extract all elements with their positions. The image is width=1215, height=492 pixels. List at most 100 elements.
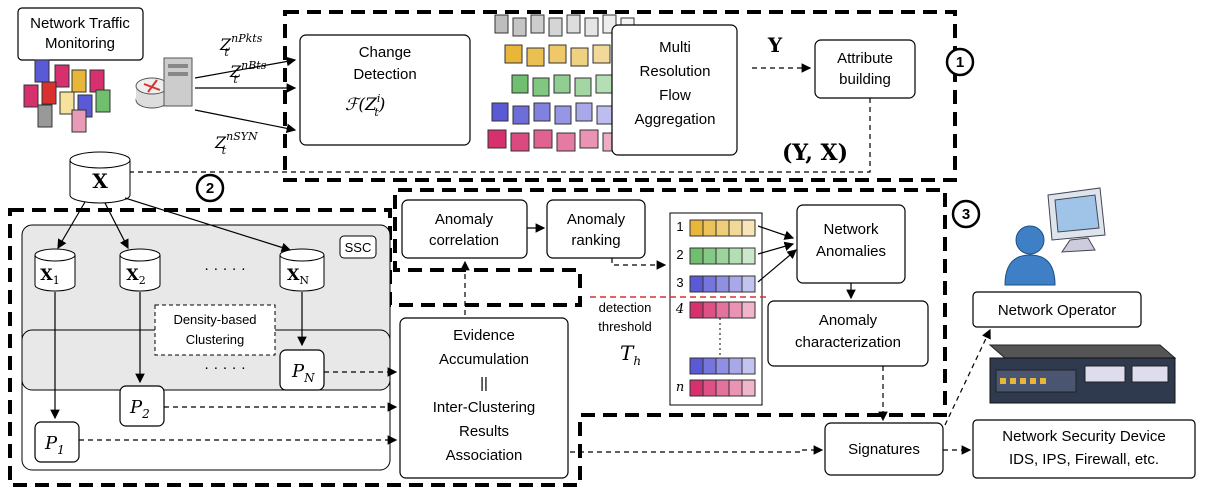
ranked-row-cell bbox=[702, 357, 717, 375]
correlation-label-2: correlation bbox=[429, 232, 499, 249]
ranked-row-cell bbox=[715, 379, 730, 397]
z-syn-arrow bbox=[194, 109, 297, 134]
threshold-label-2: threshold bbox=[598, 319, 651, 334]
ranked-row-cell bbox=[702, 275, 717, 293]
step-1-badge bbox=[945, 47, 975, 77]
ranked-row-cell bbox=[689, 379, 704, 397]
rank1-to-anomalies-arrow bbox=[757, 225, 795, 240]
x2-database-icon bbox=[119, 248, 161, 292]
ranked-row-cell bbox=[741, 219, 756, 237]
resolution-bar bbox=[579, 129, 599, 149]
ranked-row-cell bbox=[702, 219, 717, 237]
resolution-bar bbox=[491, 102, 509, 122]
operator-label: Network Operator bbox=[998, 302, 1116, 319]
ranked-row-cell bbox=[715, 247, 730, 265]
pn-symbol: PN bbox=[291, 361, 315, 385]
ranked-row-cell bbox=[702, 301, 717, 319]
density-label-1: Density-based bbox=[173, 312, 256, 327]
x1-database-icon bbox=[34, 248, 76, 292]
pn-box bbox=[279, 349, 325, 391]
resolution-bar bbox=[533, 129, 553, 149]
rank2-to-anomalies-arrow bbox=[757, 241, 795, 255]
resolution-bar bbox=[487, 129, 507, 149]
ranked-row-cell bbox=[741, 247, 756, 265]
x-to-x1-arrow bbox=[57, 201, 86, 250]
ranked-row-cell bbox=[689, 357, 704, 375]
threshold-label-1: detection bbox=[599, 300, 652, 315]
ranked-row-cell bbox=[715, 275, 730, 293]
ranked-row-cell bbox=[741, 357, 756, 375]
evidence-to-signatures-arrow bbox=[570, 445, 824, 455]
p2-symbol: P2 bbox=[129, 397, 150, 421]
multires-label-2: Resolution bbox=[640, 63, 711, 80]
secdev-label-1: Network Security Device bbox=[1002, 428, 1165, 445]
resolution-bar bbox=[596, 105, 614, 125]
resolution-bar bbox=[553, 74, 571, 94]
security-device-box bbox=[972, 419, 1196, 479]
attr-label-1: Attribute bbox=[837, 50, 893, 67]
router-server-icon bbox=[135, 57, 193, 109]
resolution-bar bbox=[584, 17, 599, 37]
step-2-badge bbox=[195, 173, 225, 203]
ranked-row-cell bbox=[689, 301, 704, 319]
x-symbol: X bbox=[92, 169, 108, 193]
rank-n-label: n bbox=[676, 380, 684, 395]
threshold-symbol: Th bbox=[620, 341, 641, 368]
anomaly-correlation-box bbox=[401, 199, 528, 259]
evidence-label-1: Evidence bbox=[453, 327, 515, 344]
rank-1-label: 1 bbox=[676, 219, 683, 234]
ranked-row-cell bbox=[689, 247, 704, 265]
resolution-bar bbox=[575, 102, 593, 122]
evidence-label-6: Association bbox=[446, 447, 523, 464]
correlation-label-1: Anomaly bbox=[435, 211, 494, 228]
ranked-row-cell bbox=[702, 247, 717, 265]
rank-2-label: 2 bbox=[676, 247, 683, 262]
ranking-to-list-arrow bbox=[611, 258, 667, 270]
monitoring-label-1: Network Traffic bbox=[30, 15, 130, 32]
security-appliance-icon bbox=[988, 344, 1177, 404]
signatures-box bbox=[824, 422, 944, 476]
multires-label-3: Flow bbox=[659, 87, 691, 104]
dots-lower: · · · · · bbox=[204, 359, 246, 376]
attribute-building-box bbox=[814, 39, 916, 99]
ranked-row-cell bbox=[741, 301, 756, 319]
ranked-row-cell bbox=[728, 357, 743, 375]
anomaly-characterization-box bbox=[767, 300, 929, 367]
ranked-row-cell bbox=[715, 301, 730, 319]
ranked-row-cell bbox=[728, 301, 743, 319]
rank3-to-anomalies-arrow bbox=[757, 249, 797, 283]
ranked-row-cell bbox=[728, 247, 743, 265]
yx-symbol: (Y, X) bbox=[782, 140, 848, 166]
step-1-label: 1 bbox=[956, 54, 964, 71]
x2-symbol: X2 bbox=[126, 265, 145, 287]
ranked-row-cell bbox=[728, 379, 743, 397]
evidence-label-4: Inter-Clustering bbox=[433, 399, 536, 416]
netanom-label-2: Anomalies bbox=[816, 243, 886, 260]
resolution-bar bbox=[570, 47, 589, 67]
resolution-bar bbox=[592, 44, 611, 64]
monitoring-label-2: Monitoring bbox=[45, 35, 115, 52]
attr-label-2: building bbox=[839, 71, 891, 88]
ranked-row-cell bbox=[728, 219, 743, 237]
charact-label-1: Anomaly bbox=[819, 312, 878, 329]
p1-symbol: P1 bbox=[44, 433, 65, 457]
ranked-row-cell bbox=[741, 275, 756, 293]
resolution-bar bbox=[512, 17, 527, 37]
ssc-label: SSC bbox=[345, 240, 372, 255]
resolution-bar bbox=[511, 74, 529, 94]
ranked-row-cell bbox=[702, 379, 717, 397]
y-symbol: Y bbox=[767, 33, 783, 57]
resolution-bar bbox=[532, 77, 550, 97]
traffic-squares-icon bbox=[23, 59, 111, 133]
p1-box bbox=[34, 421, 80, 463]
rank-4-label: 4 bbox=[675, 302, 684, 317]
multires-label-1: Multi bbox=[659, 39, 691, 56]
ssc-badge bbox=[339, 235, 377, 259]
operator-user-icon bbox=[1004, 187, 1106, 286]
ranked-row-cell bbox=[715, 357, 730, 375]
charact-label-2: characterization bbox=[795, 334, 901, 351]
change-label-2: Detection bbox=[353, 66, 416, 83]
